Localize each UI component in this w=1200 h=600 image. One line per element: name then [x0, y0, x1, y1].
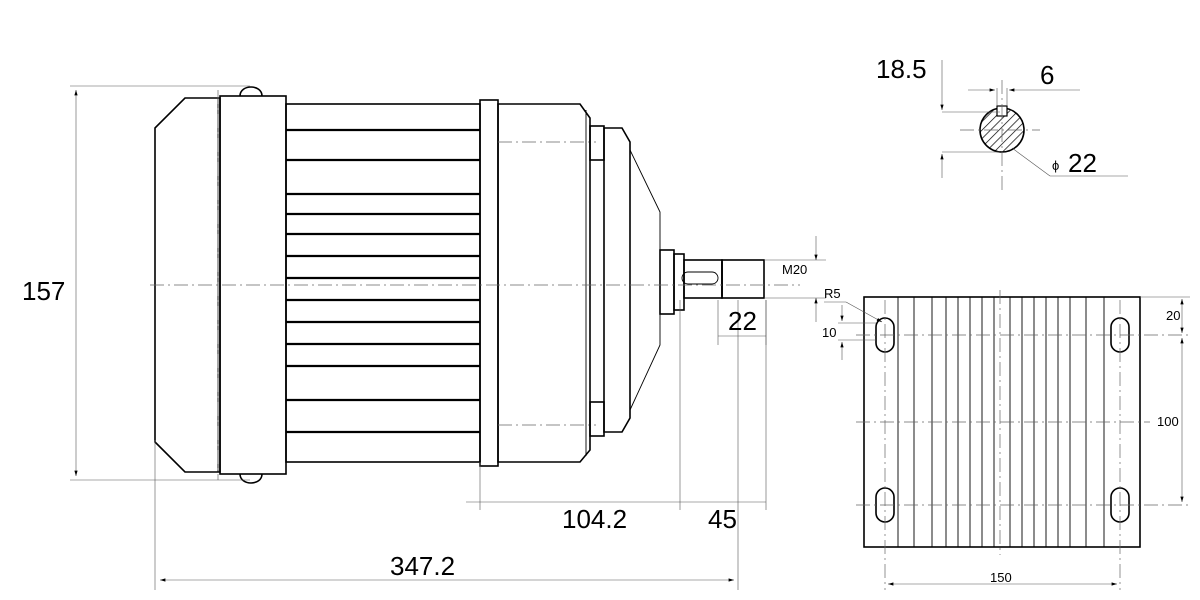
dim-height: 157 — [22, 276, 65, 306]
dim-shaft-diameter: 22 — [1068, 148, 1097, 178]
front-flange — [479, 99, 499, 467]
dim-hole-slot: 10 — [822, 325, 836, 340]
dim-thread: M20 — [782, 262, 807, 277]
dim-key-height: 18.5 — [876, 54, 927, 84]
shaft-section-view: 18.5 6 ϕ 22 — [876, 54, 1128, 192]
dim-hole-spacing-vertical: 100 — [1157, 414, 1179, 429]
thread-end — [721, 259, 765, 299]
dim-diameter-symbol: ϕ — [1052, 158, 1059, 173]
bolt-head-bottom — [239, 473, 263, 484]
dim-body-offset: 104.2 — [562, 504, 627, 534]
dim-thread-length: 22 — [728, 306, 757, 336]
bearing-cap — [603, 127, 631, 433]
dim-shaft-length: 45 — [708, 504, 737, 534]
dim-key-width: 6 — [1040, 60, 1054, 90]
bolt-head-top — [239, 86, 263, 97]
dim-hole-top: 20 — [1166, 308, 1180, 323]
side-view: 157 347.2 104.2 45 22 M20 — [22, 85, 826, 590]
motor-body — [285, 103, 481, 463]
dim-hole-spacing-horizontal: 150 — [990, 570, 1012, 585]
dim-hole-radius: R5 — [824, 286, 841, 301]
dim-overall-length: 347.2 — [390, 551, 455, 581]
shaft-boss — [659, 249, 675, 315]
gearbox-housing — [497, 103, 591, 463]
key-slot — [681, 271, 719, 285]
mounting-view: 20 100 150 10 R5 — [822, 286, 1190, 590]
output-shaft — [683, 259, 723, 299]
cooling-fins — [286, 128, 480, 434]
